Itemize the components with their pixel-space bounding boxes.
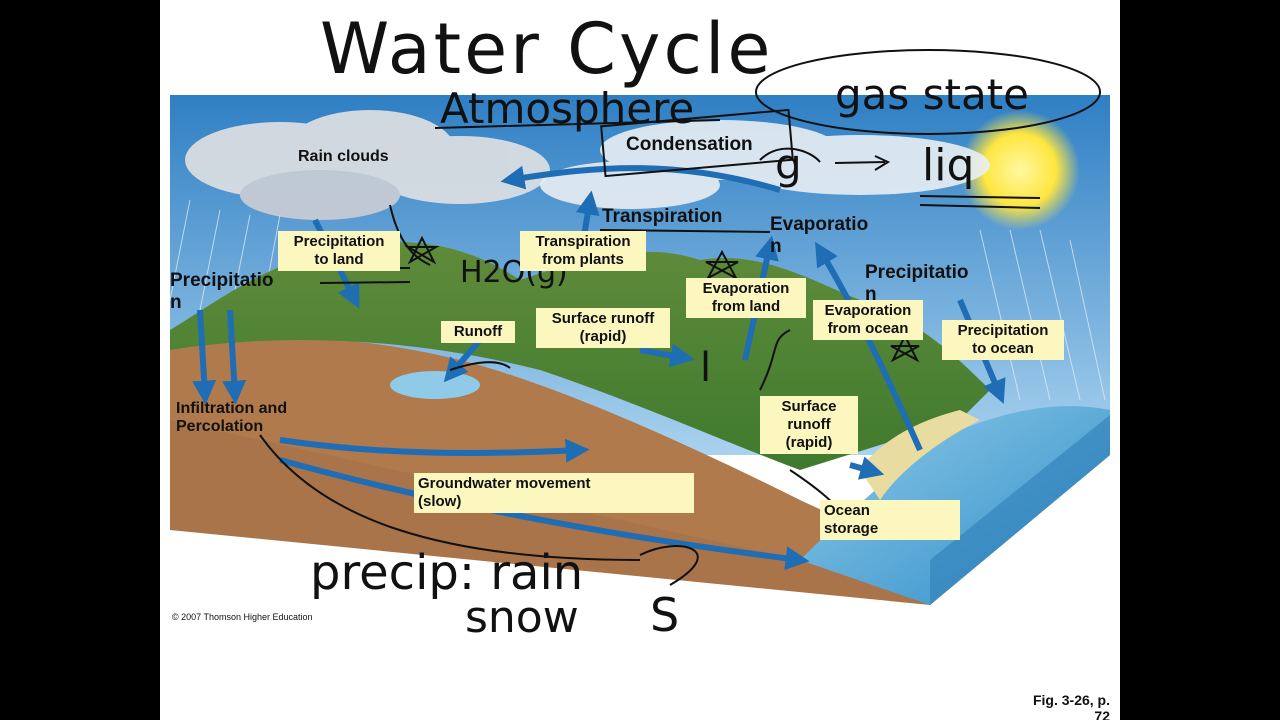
evaporation-from-ocean-box: Evaporation from ocean: [813, 300, 923, 340]
groundwater-movement-box: Groundwater movement (slow): [414, 473, 694, 513]
precipitation-to-ocean-box: Precipitation to ocean: [942, 320, 1064, 360]
handwritten-g: g: [775, 140, 802, 189]
handwritten-gas-state: gas state: [835, 70, 1029, 119]
transpiration-label: Transpiration: [602, 206, 722, 228]
surface-runoff-box: Surface runoff (rapid): [536, 308, 670, 348]
rain-clouds-label: Rain clouds: [298, 148, 389, 166]
transpiration-from-plants-box: Transpiration from plants: [520, 231, 646, 271]
handwritten-title: Water Cycle: [320, 8, 773, 90]
precipitation-to-land-box: Precipitation to land: [278, 231, 400, 271]
handwritten-l: l: [700, 345, 711, 391]
figure-caption: Fig. 3-26, p. 72: [1033, 692, 1110, 720]
evaporation-from-land-box: Evaporation from land: [686, 278, 806, 318]
handwritten-snow: snow: [465, 592, 579, 643]
copyright-text: © 2007 Thomson Higher Education: [172, 612, 313, 622]
runoff-box: Runoff: [441, 321, 515, 343]
infiltration-percolation-label: Infiltration and Percolation: [176, 400, 287, 437]
handwritten-atmosphere: Atmosphere: [440, 84, 694, 133]
ocean-storage-box: Ocean storage: [820, 500, 960, 540]
precipitation-left-label: Precipitatio n: [170, 270, 273, 314]
handwritten-liq: liq: [922, 140, 974, 191]
handwritten-s: S: [650, 588, 679, 642]
slide-page: Water Cycle Atmosphere gas state liq g H…: [160, 0, 1120, 720]
surface-runoff-2-box: Surface runoff (rapid): [760, 396, 858, 454]
evaporation-label: Evaporatio n: [770, 214, 868, 258]
lake: [390, 371, 480, 399]
condensation-label: Condensation: [626, 134, 753, 156]
